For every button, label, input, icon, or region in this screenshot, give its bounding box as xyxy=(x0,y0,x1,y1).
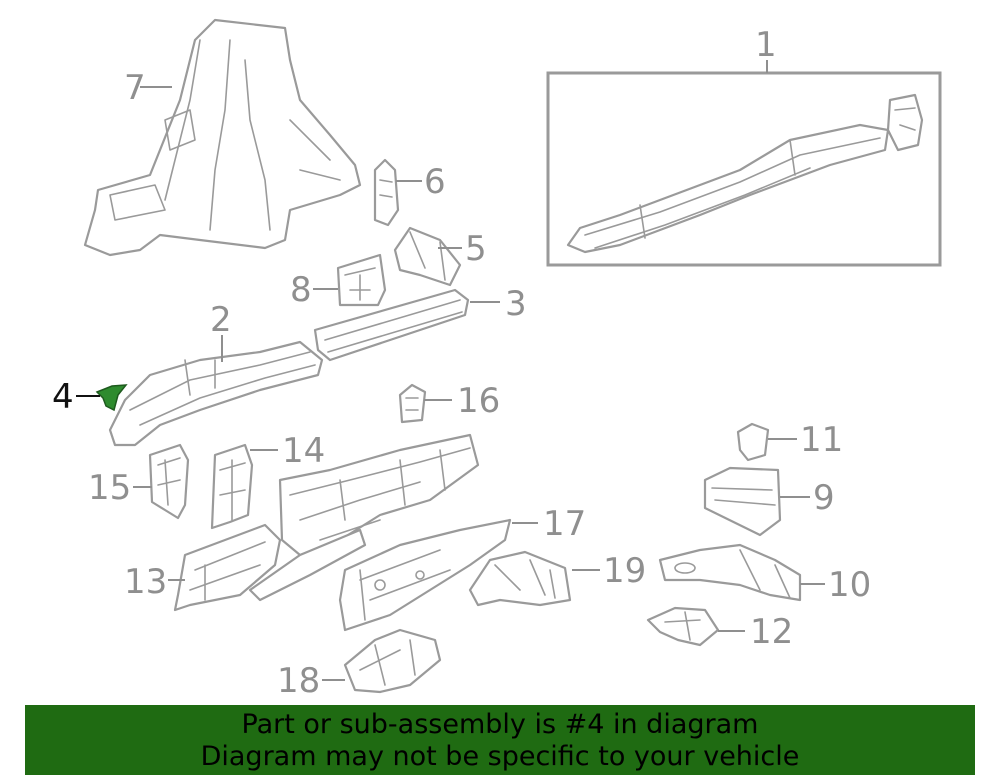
callout-18: 18 xyxy=(277,661,320,701)
part-19-bracket[interactable] xyxy=(468,550,572,607)
callout-13: 13 xyxy=(124,562,167,602)
part-connecting-member[interactable] xyxy=(248,528,367,602)
callout-10: 10 xyxy=(828,565,871,605)
part-17-panel[interactable] xyxy=(338,518,512,632)
callout-19: 19 xyxy=(603,551,646,591)
callout-15: 15 xyxy=(88,468,131,508)
part-3-rail-extension[interactable] xyxy=(313,288,470,362)
part-11-bracket[interactable] xyxy=(736,422,770,462)
callout-14: 14 xyxy=(282,431,325,471)
part-8-reinforcement[interactable] xyxy=(336,253,387,307)
part-14-bracket[interactable] xyxy=(210,443,254,530)
callout-17: 17 xyxy=(543,504,586,544)
info-banner: Part or sub-assembly is #4 in diagram Di… xyxy=(25,705,975,775)
parts-diagram: 7 6 5 8 3 2 4 16 xyxy=(52,18,942,701)
part-6-bracket[interactable] xyxy=(373,158,400,227)
callout-7: 7 xyxy=(124,68,146,108)
callout-12: 12 xyxy=(750,612,793,652)
callout-6: 6 xyxy=(424,162,446,202)
callout-5: 5 xyxy=(465,229,487,269)
callout-1: 1 xyxy=(755,25,777,65)
callout-9: 9 xyxy=(813,478,835,518)
part-12-bracket[interactable] xyxy=(646,606,720,647)
callout-11: 11 xyxy=(800,420,843,460)
part-center-rail-assembly[interactable] xyxy=(278,433,480,557)
callout-8: 8 xyxy=(290,270,312,310)
callout-2: 2 xyxy=(210,300,232,340)
part-1-assembly-box[interactable] xyxy=(546,71,942,267)
part-15-bracket[interactable] xyxy=(148,443,190,520)
part-16-clip[interactable] xyxy=(398,383,427,424)
part-9-channel[interactable] xyxy=(703,466,782,537)
part-18-bracket[interactable] xyxy=(343,628,442,694)
part-10-support[interactable] xyxy=(658,543,802,602)
part-5-gusset[interactable] xyxy=(393,226,462,287)
callout-16: 16 xyxy=(457,381,500,421)
part-4-bracket-highlighted[interactable] xyxy=(95,384,128,412)
callout-3: 3 xyxy=(505,284,527,324)
banner-line-2: Diagram may not be specific to your vehi… xyxy=(200,741,800,772)
part-2-front-rail[interactable] xyxy=(108,340,324,447)
part-7-wheelhouse[interactable] xyxy=(83,18,362,257)
callout-4: 4 xyxy=(52,377,74,417)
part-13-lower-rail[interactable] xyxy=(173,523,282,612)
banner-line-1: Part or sub-assembly is #4 in diagram xyxy=(241,709,759,740)
